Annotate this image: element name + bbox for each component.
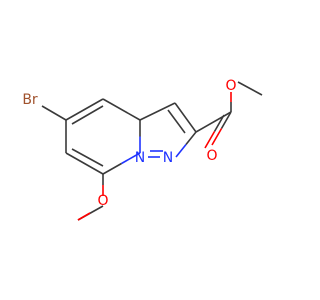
bond-c3a-c3 [139, 102, 176, 121]
bond-c5-c4 [65, 98, 104, 121]
bond-n1-c7-b [102, 162, 122, 175]
bond-c4-c3a [102, 98, 141, 121]
bond-c2-cester [195, 111, 232, 133]
bond-c7-c6-double [71, 148, 104, 167]
bond-c-o-double-2-a [213, 114, 225, 132]
label-layer: Br N N O O O [22, 78, 236, 209]
molecule-structure: Br N N O O O [22, 78, 263, 221]
bond-c3-c2-double [167, 109, 186, 134]
ester-oxygen-label: O [225, 78, 236, 94]
bond-layer [41, 81, 263, 221]
bromine-label: Br [22, 92, 38, 108]
bond-c-o-double-1-b [211, 128, 223, 146]
structure-canvas: Br N N O O O [22, 78, 263, 221]
bond-c5-br [41, 105, 67, 121]
bridge-nitrogen-label: N [135, 150, 145, 166]
bond-c5-c4-double [71, 105, 104, 125]
bond-c7-c6 [65, 152, 104, 175]
methoxy-oxygen-label: O [97, 193, 108, 209]
bond-c-o-double-2-b [204, 131, 216, 149]
carbonyl-oxygen-label: O [206, 148, 217, 164]
bond-n1-c7-a [121, 152, 141, 165]
bond-c2-n2-a [185, 131, 197, 145]
ring-nitrogen-label: N [163, 150, 173, 166]
bond-o-methyl-ester [237, 81, 263, 96]
bond-o-methyl-o [77, 212, 91, 221]
bond-c-o-double-1-a [220, 111, 232, 129]
bond-c3-c2 [174, 102, 197, 133]
bond-c2-n2-b [175, 144, 187, 158]
